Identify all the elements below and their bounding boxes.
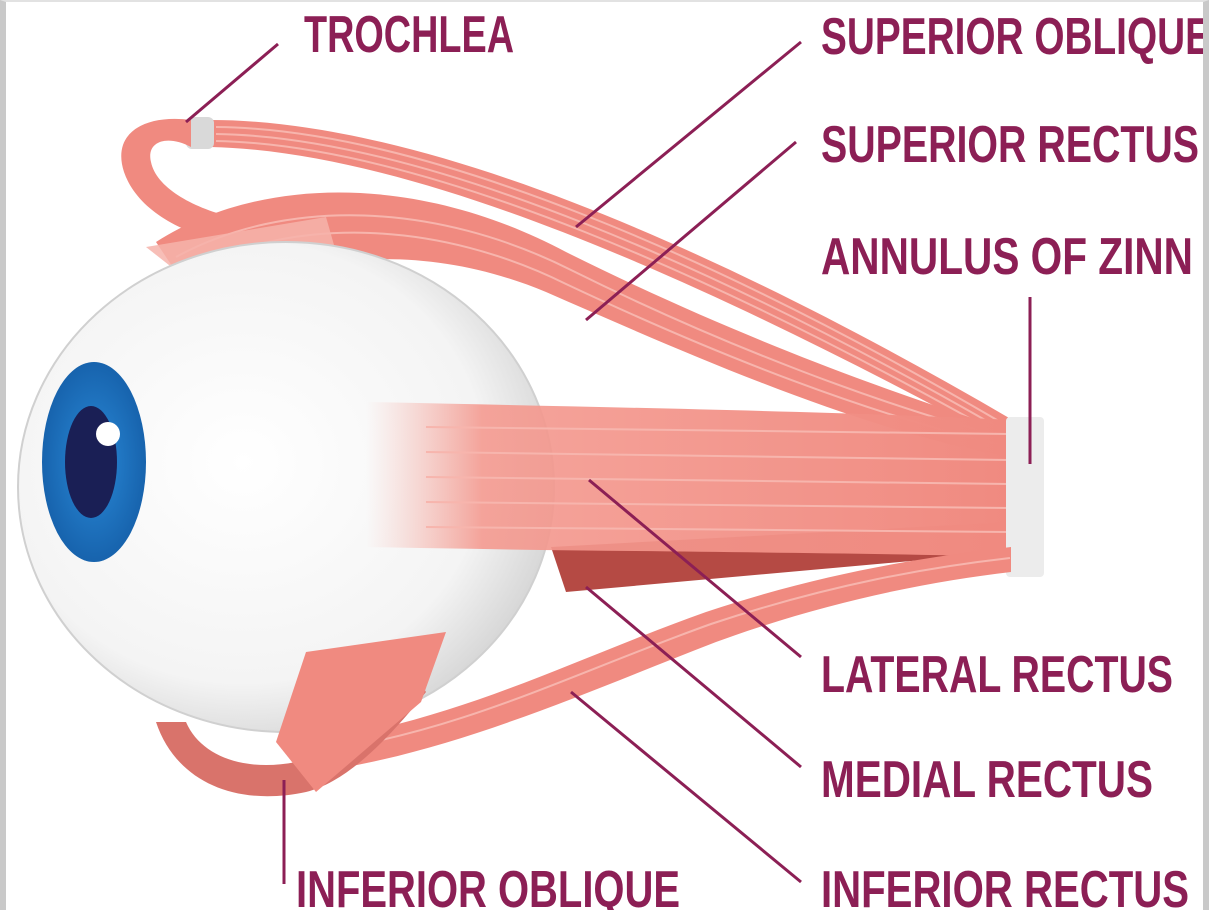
leader-trochlea — [186, 44, 278, 122]
label-annulus-of-zinn: ANNULUS OF ZINN — [821, 228, 1193, 286]
label-inferior-rectus: INFERIOR RECTUS — [821, 861, 1189, 910]
label-inferior-oblique: INFERIOR OBLIQUE — [296, 861, 680, 910]
leader-superior-oblique — [576, 42, 801, 227]
label-superior-rectus: SUPERIOR RECTUS — [821, 116, 1199, 174]
eye-muscles-diagram: TROCHLEA SUPERIOR OBLIQUE SUPERIOR RECTU… — [6, 2, 1209, 910]
label-medial-rectus: MEDIAL RECTUS — [821, 751, 1153, 809]
pupil-highlight — [96, 422, 120, 446]
annulus-of-zinn — [1006, 417, 1044, 577]
label-trochlea: TROCHLEA — [304, 6, 514, 64]
leader-inferior-rectus — [571, 692, 801, 882]
label-superior-oblique: SUPERIOR OBLIQUE — [821, 8, 1209, 66]
label-lateral-rectus: LATERAL RECTUS — [821, 646, 1173, 704]
